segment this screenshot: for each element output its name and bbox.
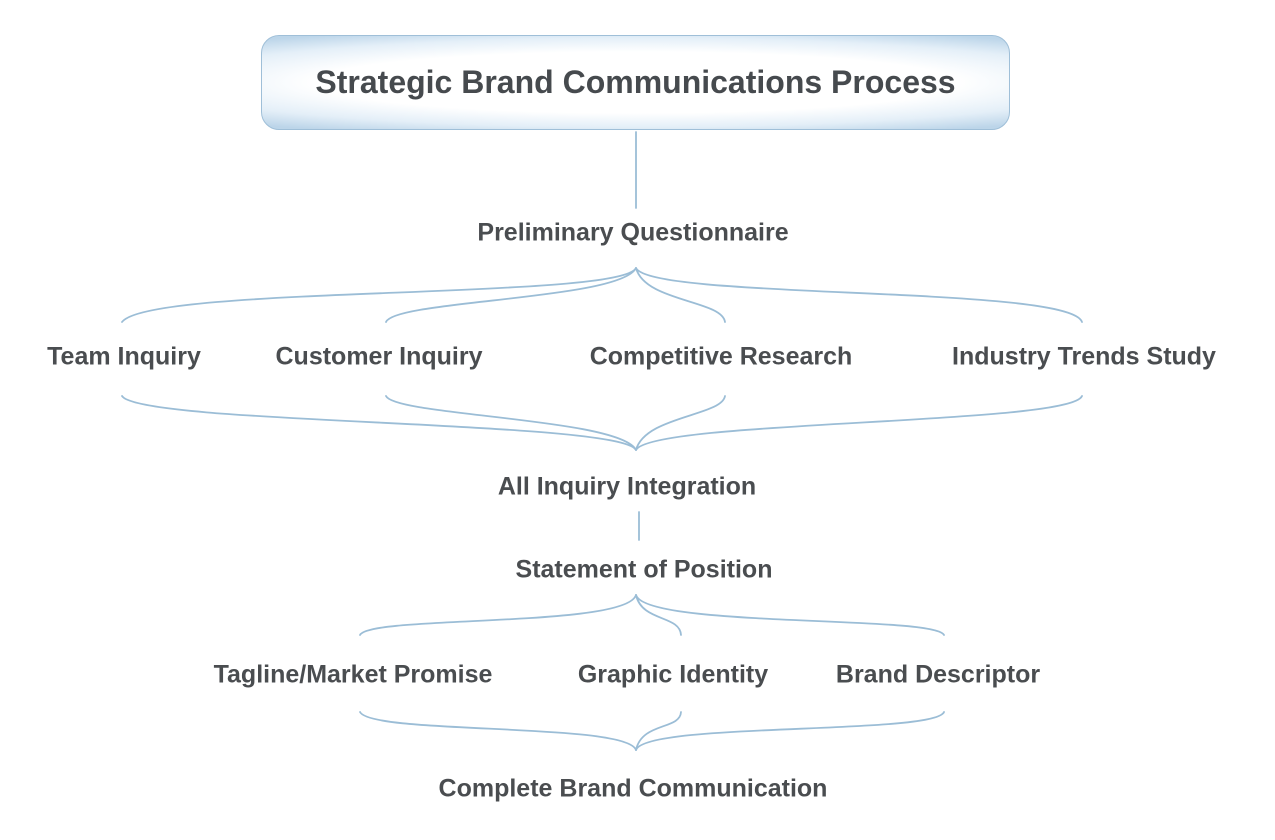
node-statement-of-position: Statement of Position	[515, 555, 773, 584]
node-graphic-identity: Graphic Identity	[577, 660, 769, 689]
brace-position-to-descriptor	[635, 594, 945, 636]
brace-industry-to-integration	[635, 395, 1083, 451]
brace-preliminary-to-team	[121, 267, 637, 323]
brace-position-to-graphic	[635, 594, 682, 636]
node-team-inquiry: Team Inquiry	[47, 342, 201, 371]
title-box: Strategic Brand Communications Process	[261, 35, 1010, 130]
brace-preliminary-to-competitive	[635, 267, 726, 323]
brace-team-to-integration	[121, 395, 637, 451]
node-tagline-market-promise: Tagline/Market Promise	[213, 660, 493, 689]
node-competitive-research: Competitive Research	[589, 342, 853, 371]
brace-descriptor-to-complete	[635, 711, 945, 751]
node-complete-brand-communication: Complete Brand Communication	[438, 774, 828, 803]
diagram-title: Strategic Brand Communications Process	[315, 64, 956, 100]
brace-competitive-to-integration	[635, 395, 726, 451]
brace-preliminary-to-customer	[385, 267, 637, 323]
brace-preliminary-to-industry	[635, 267, 1083, 323]
brace-graphic-to-complete	[635, 711, 682, 751]
node-brand-descriptor: Brand Descriptor	[835, 660, 1041, 689]
node-preliminary-questionnaire: Preliminary Questionnaire	[477, 218, 789, 247]
brace-position-to-tagline	[359, 594, 637, 636]
brace-tagline-to-complete	[359, 711, 637, 751]
node-customer-inquiry: Customer Inquiry	[275, 342, 483, 371]
node-industry-trends-study: Industry Trends Study	[952, 342, 1216, 371]
node-all-inquiry-integration: All Inquiry Integration	[497, 472, 757, 501]
brace-customer-to-integration	[385, 395, 637, 451]
